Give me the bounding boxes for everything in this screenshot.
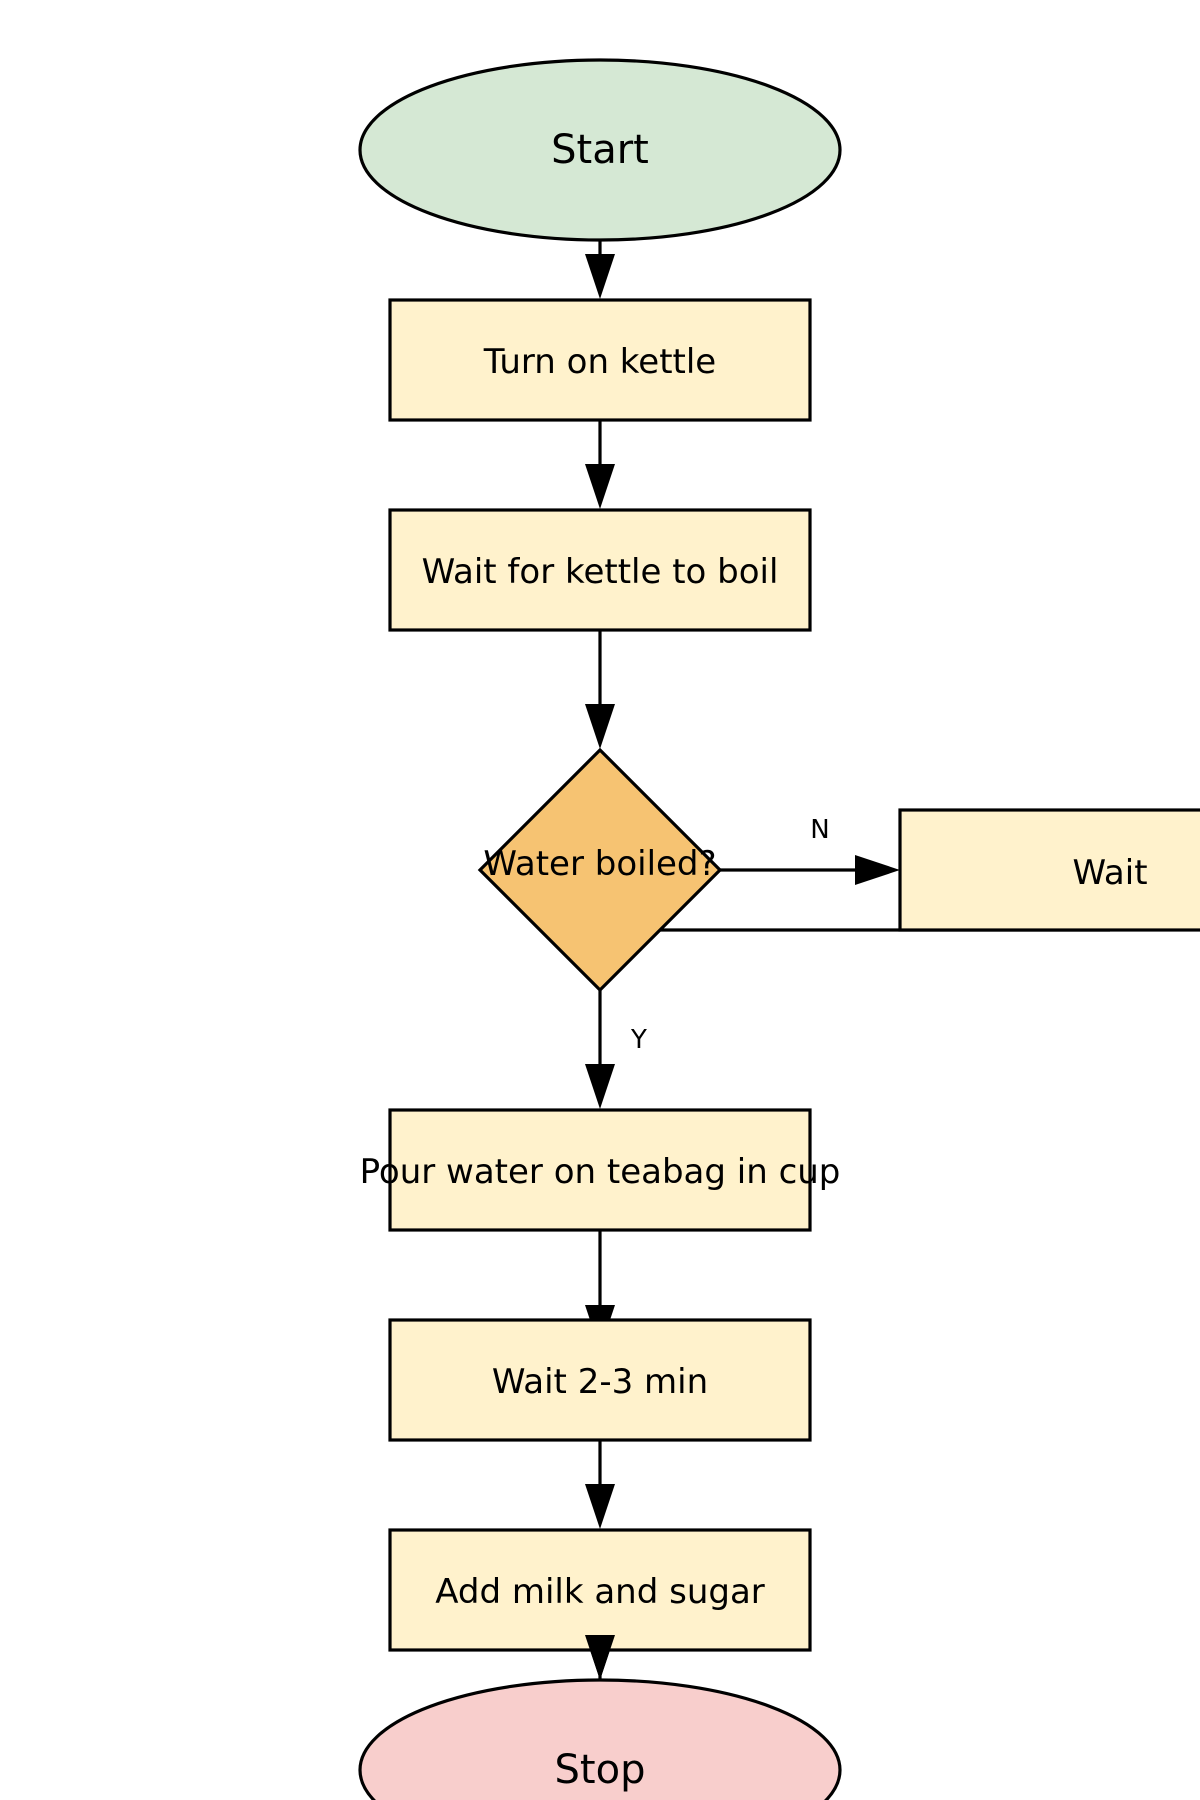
pour-water-node: Pour water on teabag in cup (360, 1108, 841, 1232)
edge-label-yes: Y (630, 1025, 647, 1055)
wait-for-boil-node: Wait for kettle to boil (388, 508, 812, 632)
wait-for-boil-node-label: Wait for kettle to boil (422, 552, 779, 592)
add-milk-node-shape (388, 1528, 812, 1652)
water-boiled-decision-label: Water boiled? (483, 844, 716, 884)
stop-node-label: Stop (555, 1747, 646, 1793)
edge-turn-on-kettle-to-wait-for-boil (585, 420, 615, 509)
start-node: Start (358, 58, 842, 242)
edge-decision-to-wait-no (720, 855, 900, 885)
add-milk-node-label: Add milk and sugar (435, 1572, 765, 1612)
water-boiled-decision: Water boiled? (477, 747, 723, 993)
edge-labels: N Y (630, 815, 830, 1055)
wait-node: Wait (898, 808, 1200, 932)
stop-node: Stop (358, 1678, 842, 1800)
turn-on-kettle-node: Turn on kettle (388, 298, 812, 422)
add-milk-node: Add milk and sugar (388, 1528, 812, 1652)
water-boiled-decision-shape (477, 747, 723, 993)
stop-arrowhead-overlay (585, 1635, 615, 1680)
turn-on-kettle-node-label: Turn on kettle (483, 342, 716, 382)
edge-start-to-turn-on-kettle (585, 240, 615, 299)
edge-decision-to-pour-water-yes (585, 990, 615, 1109)
edge-wait-for-boil-to-decision (585, 630, 615, 749)
wait-node-shape (898, 808, 1200, 932)
edge-label-no: N (810, 815, 829, 845)
edges (585, 240, 1110, 1680)
start-node-label: Start (551, 127, 649, 173)
pour-water-node-label: Pour water on teabag in cup (360, 1152, 841, 1192)
wait-2-3-min-node: Wait 2-3 min (388, 1318, 812, 1442)
wait-2-3-min-node-shape (388, 1318, 812, 1442)
turn-on-kettle-node-shape (388, 298, 812, 422)
edge-wait-2-3-to-add-milk (585, 1440, 615, 1529)
wait-for-boil-node-shape (388, 508, 812, 632)
wait-2-3-min-node-label: Wait 2-3 min (492, 1362, 708, 1402)
pour-water-node-shape (388, 1108, 812, 1232)
nodes: Start Turn on kettle Wait for kettle to … (358, 58, 1200, 1800)
start-node-shape (358, 58, 842, 242)
wait-node-label: Wait (1072, 853, 1147, 893)
